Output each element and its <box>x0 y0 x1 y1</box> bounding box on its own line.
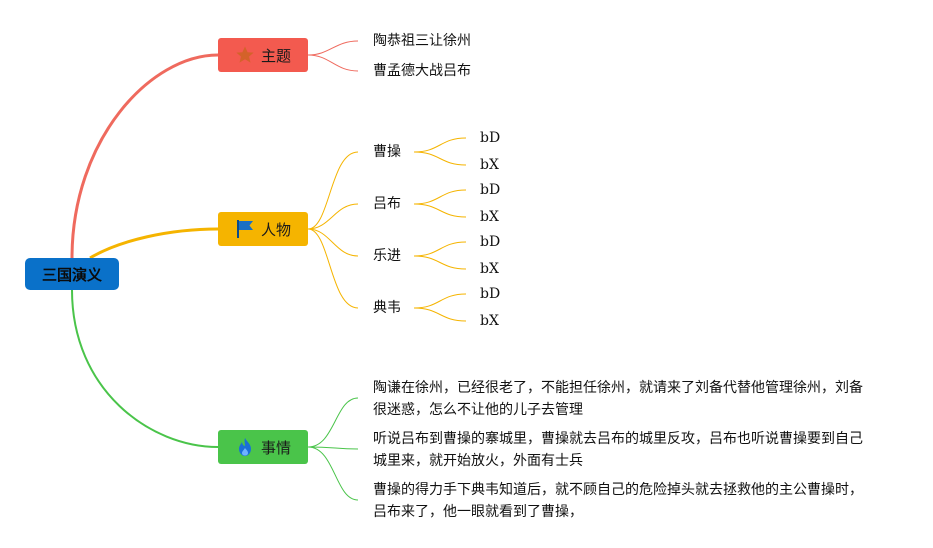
person-dianwei-child-2[interactable]: bX <box>480 313 499 329</box>
fire-icon <box>235 437 255 457</box>
root-label: 三国演义 <box>41 265 102 284</box>
star-icon <box>235 45 255 65</box>
link-p4-a <box>413 293 467 309</box>
link-p1-a <box>413 137 467 153</box>
person-caocao-child-2[interactable]: bX <box>480 157 499 173</box>
person-yuejin[interactable]: 乐进 <box>373 248 401 264</box>
event-item-1[interactable]: 陶谦在徐州，已经很老了，不能担任徐州，就请来了刘备代替他管理徐州，刘备很迷惑，怎… <box>373 380 863 418</box>
person-lvbu-child-1[interactable]: bD <box>480 182 501 198</box>
link-root-events <box>71 289 219 448</box>
branch-theme-label: 主题 <box>260 46 291 65</box>
branch-people-label: 人物 <box>260 220 291 239</box>
link-theme-1 <box>307 40 359 56</box>
event-item-3[interactable]: 曹操的得力手下典韦知道后，就不顾自己的危险掉头就去拯救他的主公曹操时，吕布来了，… <box>373 482 863 520</box>
person-yuejin-child-2[interactable]: bX <box>480 261 499 277</box>
branch-people[interactable]: 人物 <box>218 212 308 246</box>
link-p3-b <box>413 255 467 270</box>
link-p2-a <box>413 189 467 205</box>
person-caocao[interactable]: 曹操 <box>373 144 401 160</box>
link-p4-b <box>413 307 467 322</box>
link-root-theme <box>70 53 219 259</box>
root-topic[interactable]: 三国演义 <box>25 258 119 290</box>
link-events-1 <box>307 397 359 448</box>
link-theme-2 <box>307 54 359 72</box>
person-dianwei[interactable]: 典韦 <box>373 300 401 316</box>
link-people-2 <box>307 203 359 230</box>
link-p3-a <box>413 241 467 257</box>
flag-icon <box>235 219 255 239</box>
event-item-2[interactable]: 听说吕布到曹操的寨城里，曹操就去吕布的城里反攻，吕布也听说曹操要到自己城里来，就… <box>373 431 863 469</box>
person-caocao-child-1[interactable]: bD <box>480 130 501 146</box>
link-root-people <box>89 227 219 260</box>
link-events-3 <box>307 446 359 501</box>
person-yuejin-child-1[interactable]: bD <box>480 234 501 250</box>
theme-item-1[interactable]: 陶恭祖三让徐州 <box>373 33 471 49</box>
link-people-4 <box>307 228 359 309</box>
branch-events[interactable]: 事情 <box>218 430 308 464</box>
link-p1-b <box>413 151 467 166</box>
link-events-2 <box>307 446 359 450</box>
branch-theme[interactable]: 主题 <box>218 38 308 72</box>
link-people-1 <box>307 151 359 230</box>
link-p2-b <box>413 203 467 218</box>
person-lvbu-child-2[interactable]: bX <box>480 209 499 225</box>
person-dianwei-child-1[interactable]: bD <box>480 286 501 302</box>
theme-item-2[interactable]: 曹孟德大战吕布 <box>373 63 471 79</box>
branch-events-label: 事情 <box>260 438 291 457</box>
person-lvbu[interactable]: 吕布 <box>373 196 401 212</box>
link-people-3 <box>307 228 359 257</box>
